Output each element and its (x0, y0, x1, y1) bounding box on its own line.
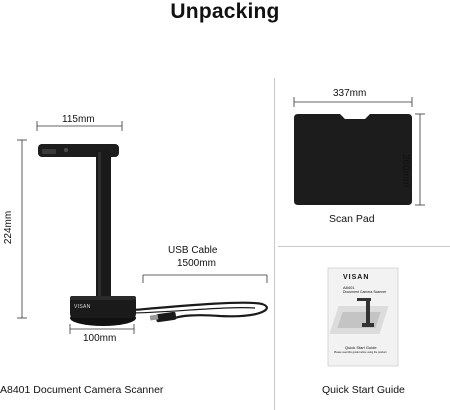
guide-model: A8401 (343, 285, 355, 290)
guide-booklet-title: Quick Start Guide (345, 345, 377, 350)
scanner-height-dimension-line (17, 139, 27, 319)
scan-pad-height-dimension-line (415, 113, 425, 206)
scanner-width-label: 115mm (62, 114, 95, 125)
usb-plug (149, 311, 177, 323)
cable-name-label: USB Cable (168, 245, 218, 256)
scan-pad-caption: Scan Pad (329, 213, 375, 225)
scanner-base-label: 100mm (83, 333, 117, 344)
scanner-base-dimension-line (69, 324, 135, 334)
usb-cable (133, 301, 268, 320)
guide-booklet-note: Please read this guide before using the … (334, 351, 387, 354)
quick-start-guide-booklet (327, 267, 399, 367)
scan-pad-width-label: 337mm (333, 88, 367, 99)
guide-subtitle: Document Camera Scanner (343, 290, 387, 294)
scan-pad (294, 114, 412, 205)
scan-pad-height-label: 260mm (400, 154, 411, 188)
document-camera-scanner (38, 144, 136, 326)
horizontal-divider (278, 246, 450, 247)
scanner-width-dimension-line (36, 121, 123, 131)
scanner-height-label: 224mm (3, 210, 15, 245)
page-title: Unpacking (170, 0, 280, 23)
guide-caption: Quick Start Guide (322, 384, 405, 396)
cable-length-label: 1500mm (177, 258, 216, 269)
scan-pad-width-dimension-line (293, 97, 413, 107)
vertical-divider (274, 78, 275, 410)
scanner-caption: A8401 Document Camera Scanner (0, 384, 164, 396)
guide-brand-logo: VISAN (343, 274, 370, 281)
scanner-brand-logo: VISAN (74, 304, 91, 310)
cable-length-dimension-line (142, 274, 268, 283)
